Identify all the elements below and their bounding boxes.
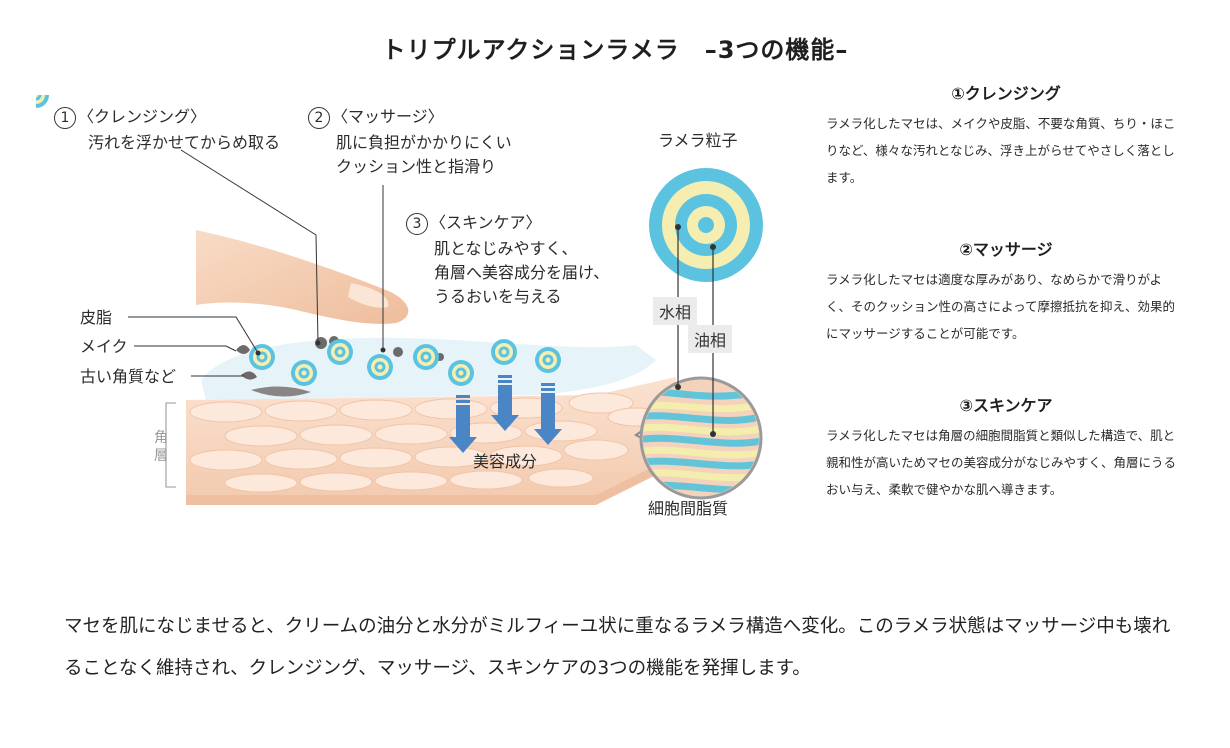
section-massage: ②マッサージ ラメラ化したマセは適度な厚みがあり、なめらかで滑りがよく、そのクッ… [826, 238, 1186, 347]
label-3-head: 〈スキンケア〉 [430, 213, 542, 232]
label-2-head: 〈マッサージ〉 [332, 107, 444, 126]
label-oil-phase: 油相 [688, 325, 733, 353]
dirt-particles [236, 336, 444, 397]
label-lamellar-particle: ラメラ粒子 [658, 131, 738, 150]
section-cleansing-text: ラメラ化したマセは、メイクや皮脂、不要な角質、ちり・ほこりなど、様々な汚れとなじ… [826, 116, 1176, 185]
label-2-desc1: 肌に負担がかかりにくい [336, 133, 512, 152]
section-skincare-title: ③スキンケア [959, 396, 1053, 415]
page-title: トリプルアクションラメラ –3つの機能– [381, 36, 849, 64]
diagram-illustration [36, 95, 763, 505]
label-2-desc2: クッション性と指滑り [336, 157, 497, 176]
label-1-number: 1 [54, 106, 76, 129]
intercellular-lipid-magnified [634, 376, 763, 500]
bottom-description: マセを肌になじませると、クリームの油分と水分がミルフィーユ状に重なるラメラ構造へ… [64, 616, 1171, 679]
section-cleansing-title: ①クレンジング [951, 84, 1061, 103]
label-intercellular-lipid: 細胞間脂質 [648, 499, 729, 518]
label-water-phase: 水相 [653, 297, 698, 325]
finger [196, 230, 409, 324]
section-skincare-text: ラメラ化したマセは角層の細胞間脂質と類似した構造で、肌と親和性が高いためマセの美… [826, 428, 1177, 497]
section-massage-text: ラメラ化したマセは適度な厚みがあり、なめらかで滑りがよく、そのクッション性の高さ… [826, 272, 1176, 341]
label-3-desc2: 角層へ美容成分を届け、 [434, 263, 610, 282]
label-1-desc: 汚れを浮かせてからめ取る [88, 133, 281, 152]
big-lamellar-particle [649, 168, 763, 282]
label-skincare: 3〈スキンケア〉 [406, 211, 542, 235]
label-makeup: メイク [80, 337, 128, 356]
label-beauty-ingredient: 美容成分 [473, 452, 538, 471]
stratum-bracket [165, 402, 176, 488]
leader-lines [128, 149, 384, 377]
lamellar-particles [36, 95, 561, 386]
label-massage: 2〈マッサージ〉 [308, 105, 444, 129]
label-3-desc3: うるおいを与える [434, 287, 562, 306]
label-2-number: 2 [308, 106, 330, 129]
label-sebum: 皮脂 [80, 308, 113, 327]
label-old-keratin: 古い角質など [80, 367, 177, 386]
label-1-head: 〈クレンジング〉 [78, 107, 207, 126]
section-skincare: ③スキンケア ラメラ化したマセは角層の細胞間脂質と類似した構造で、肌と親和性が高… [826, 394, 1186, 503]
section-massage-title: ②マッサージ [959, 240, 1053, 259]
label-cleansing: 1〈クレンジング〉 [54, 105, 206, 129]
label-3-desc1: 肌となじみやすく、 [434, 239, 578, 258]
label-stratum: 角層 [154, 430, 168, 464]
label-3-number: 3 [406, 212, 428, 235]
ingredient-arrows [449, 375, 562, 453]
section-cleansing: ①クレンジング ラメラ化したマセは、メイクや皮脂、不要な角質、ちり・ほこりなど、… [826, 82, 1186, 191]
lamellar-diagram: 1〈クレンジング〉 汚れを浮かせてからめ取る 2〈マッサージ〉 肌に負担がかかり… [36, 95, 798, 540]
